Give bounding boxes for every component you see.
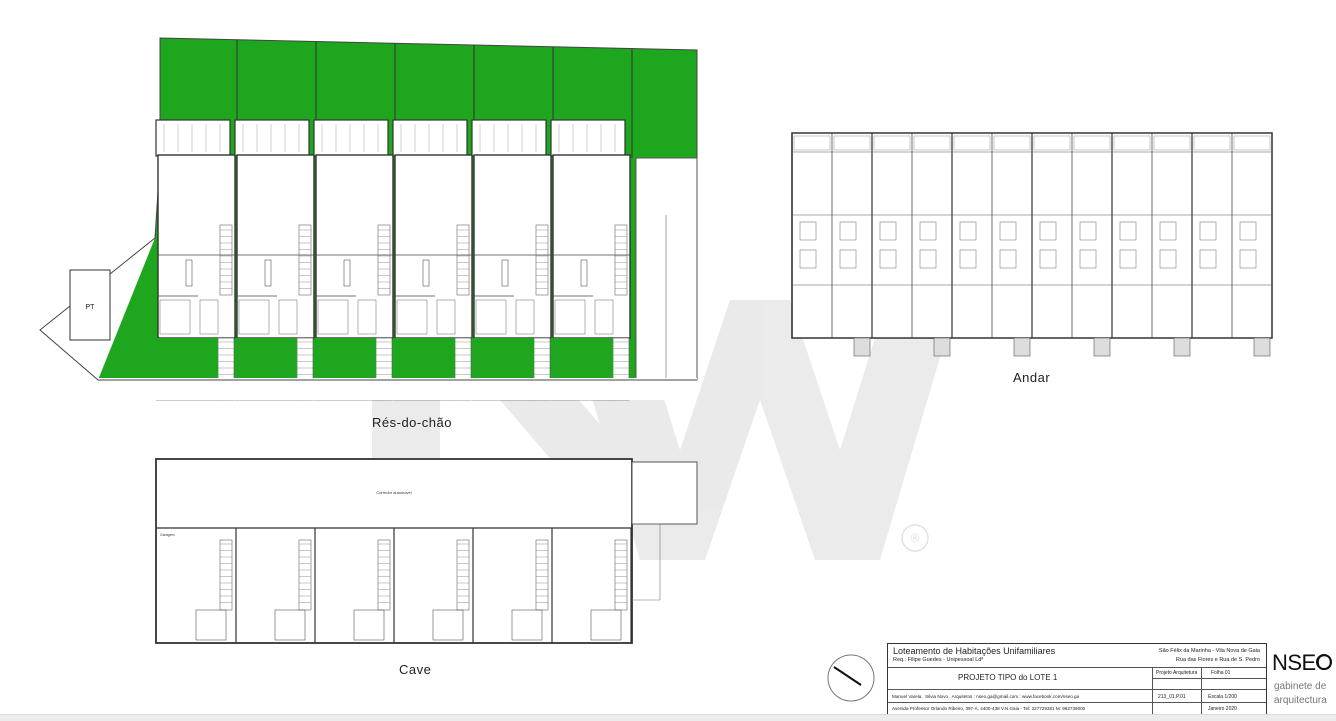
office-address: Avenida Professor Orlando Ribeiro, 397-A… [892,706,1086,711]
upper-unit [991,133,1032,357]
sheet-number: Folha 01 [1211,670,1231,676]
project-name: PROJETO TIPO do LOTE 1 [958,673,1058,682]
upper-unit [1031,133,1072,338]
basement-label: Cave [399,662,432,677]
garage-unit [432,528,474,643]
upper-unit [1231,133,1272,357]
corridor-label: Corredor automóvel [376,490,411,495]
house-unit [550,119,631,401]
drawing-title: Loteamento de Habitações Unifamiliares [893,646,1056,656]
upper-unit [1151,133,1192,357]
project-type: Projeto Arquitetura [1156,670,1198,676]
drawing-code: 213_01.P.01 [1158,694,1186,700]
upper-unit [1111,133,1152,338]
logo-subtitle-1: gabinete de [1274,681,1327,692]
viewer-bottom-bar [0,714,1336,721]
authors: Manuel Varela . Silvia Novo . Arquitetos… [892,694,1080,699]
upper-unit [951,133,992,338]
drawing-date: Janeiro 2020 [1208,706,1237,712]
requester: Req.: Filipe Guedes - Unipessoal Ldª [893,657,984,663]
upper-unit [871,133,912,338]
upper-unit [1071,133,1112,357]
location-line-1: São Félix da Marinha - Vila Nova de Gaia [1158,648,1260,654]
upper-unit [831,133,872,357]
location-line-2: Rua das Flores e Rua de S. Pedro [1175,657,1260,663]
nseo-logo: NSEO gabinete de arquitectura [1272,650,1336,720]
house-unit [155,119,236,401]
garage-unit [511,528,553,643]
garage-unit [195,528,237,643]
garage-unit [590,528,632,643]
upper-unit [791,133,832,338]
drawing-scale: Escala 1/200 [1208,694,1237,700]
pt-box [69,269,111,341]
upper-unit [1191,133,1232,338]
north-arrow-icon [827,654,875,702]
logo-ring-icon [1316,654,1332,670]
upper-floor-label: Andar [1013,370,1051,385]
garage-label: Garagem [160,533,175,537]
pt-label: PT [86,304,96,311]
garage-unit [353,528,395,643]
ground-floor-label: Rés-do-chão [372,415,452,430]
title-block: Loteamento de Habitações Unifamiliares R… [887,643,1267,716]
upper-unit [911,133,952,357]
logo-subtitle-2: arquitectura [1274,695,1327,706]
garage-unit [274,528,316,643]
